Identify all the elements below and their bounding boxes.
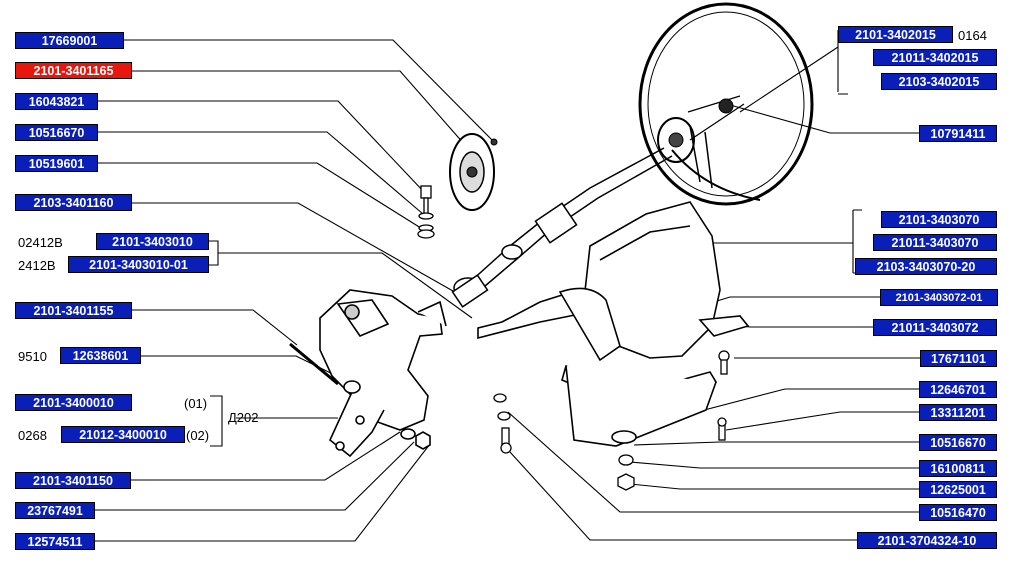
part-label-10516670[interactable]: 10516670 [15, 124, 98, 141]
part-label-2101-3704324-10[interactable]: 2101-3704324-10 [857, 532, 997, 549]
steering-shaft-drawing [451, 147, 673, 308]
leader-line [507, 411, 919, 513]
leader-line [703, 296, 880, 306]
leader-line [725, 411, 919, 431]
part-label-2101-3403010-01[interactable]: 2101-3403010-01 [68, 256, 209, 273]
part-label-12625001[interactable]: 12625001 [919, 481, 997, 498]
leader-line [218, 252, 473, 319]
part-label-2103-3402015[interactable]: 2103-3402015 [881, 73, 997, 90]
leader-line [739, 30, 839, 113]
leader-line [633, 441, 919, 446]
bracket [208, 240, 219, 266]
part-label-10519601[interactable]: 10519601 [15, 155, 98, 172]
column-shroud-drawing [477, 201, 750, 447]
part-label-17671101[interactable]: 17671101 [920, 350, 997, 367]
part-label-2101-3403070[interactable]: 2101-3403070 [881, 211, 997, 228]
variant-suffix: (01) [184, 396, 208, 411]
leader-line [124, 39, 495, 143]
part-label-2101-3401155[interactable]: 2101-3401155 [15, 302, 132, 319]
part-label-2101-3403072-01[interactable]: 2101-3403072-01 [880, 289, 998, 306]
group-label: Д202 [228, 410, 259, 425]
part-label-12646701[interactable]: 12646701 [919, 381, 997, 398]
leader-line [132, 309, 298, 346]
part-label-23767491[interactable]: 23767491 [15, 502, 95, 519]
part-label-21011-3402015[interactable]: 21011-3402015 [873, 49, 997, 66]
part-label-2101-3402015[interactable]: 2101-3402015 [838, 26, 953, 43]
part-label-13311201[interactable]: 13311201 [919, 404, 997, 421]
steering-gearbox-drawing [289, 289, 447, 458]
part-label-21011-3403070[interactable]: 21011-3403070 [873, 234, 997, 251]
leader-line [509, 451, 857, 541]
bracket [210, 395, 223, 447]
bolt-washers-drawing [417, 185, 435, 239]
leader-line [141, 355, 346, 381]
leader-line [95, 441, 415, 511]
leader-line [132, 70, 466, 146]
leader-line [98, 131, 424, 215]
flange-drawing [449, 133, 498, 211]
variant-suffix: (02) [186, 428, 210, 443]
part-label-12574511[interactable]: 12574511 [15, 533, 95, 550]
leader-line [131, 431, 401, 481]
leader-line [98, 162, 425, 231]
part-label-12638601[interactable]: 12638601 [60, 347, 141, 364]
part-label-2103-3403070-20[interactable]: 2103-3403070-20 [855, 258, 997, 275]
leader-line [629, 483, 919, 490]
part-label-2101-3400010[interactable]: 2101-3400010 [15, 394, 132, 411]
leader-line [132, 202, 461, 296]
code-prefix: 02412B [18, 235, 63, 250]
steering-wheel-drawing [638, 2, 814, 206]
part-label-selected[interactable]: 2101-3401165 [15, 62, 132, 79]
part-label-2103-3401160[interactable]: 2103-3401160 [15, 194, 132, 211]
part-label-21012-3400010[interactable]: 21012-3400010 [61, 426, 185, 443]
leader-line [95, 443, 431, 542]
leader-line [98, 100, 425, 193]
screws-drawing [493, 350, 730, 491]
part-label-10516470[interactable]: 10516470 [919, 504, 997, 521]
code-suffix: 0164 [958, 28, 987, 43]
code-prefix: 2412B [18, 258, 56, 273]
part-label-17669001[interactable]: 17669001 [15, 32, 124, 49]
leader-line [629, 461, 919, 469]
part-label-10791411[interactable]: 10791411 [919, 125, 997, 142]
part-label-10516670-right[interactable]: 10516670 [919, 434, 997, 451]
part-label-2101-3403010[interactable]: 2101-3403010 [96, 233, 209, 250]
part-label-16100811[interactable]: 16100811 [919, 460, 997, 477]
code-prefix: 9510 [18, 349, 47, 364]
leader-line [712, 209, 862, 274]
code-prefix: 0268 [18, 428, 47, 443]
part-label-21011-3403072[interactable]: 21011-3403072 [873, 319, 997, 336]
part-label-16043821[interactable]: 16043821 [15, 93, 98, 110]
part-label-2101-3401150[interactable]: 2101-3401150 [15, 472, 131, 489]
leader-line [729, 104, 919, 134]
